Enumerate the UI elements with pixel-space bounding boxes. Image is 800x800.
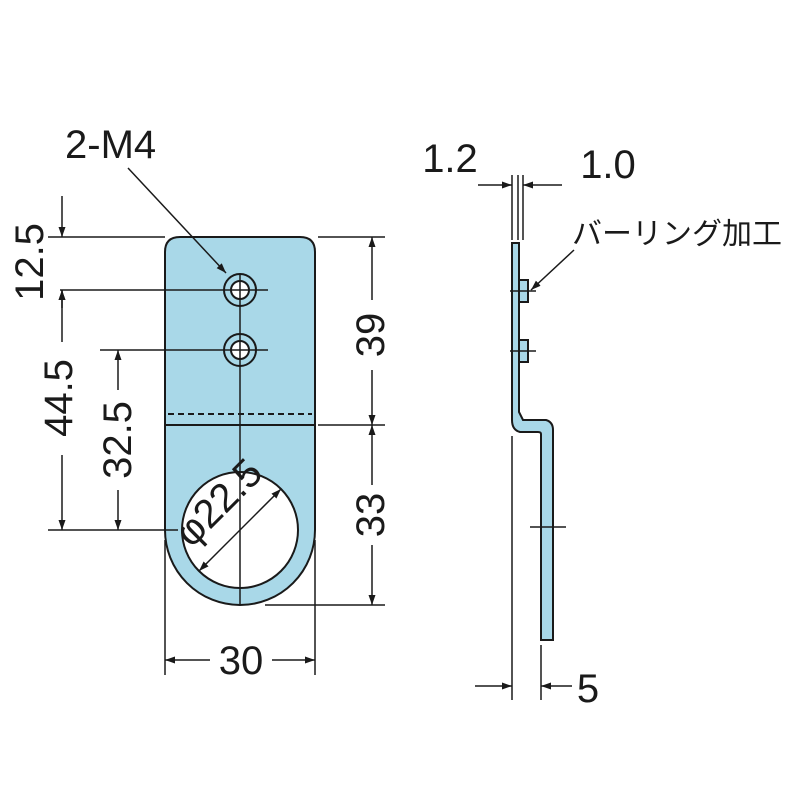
dim-39: 39 (349, 313, 393, 358)
dim-5: 5 (577, 667, 599, 711)
dim-line-diameter (198, 488, 282, 572)
hole-callout-leader (127, 167, 227, 274)
dim-1-2: 1.2 (422, 137, 478, 181)
dim-12-5: 12.5 (8, 223, 52, 301)
side-view: 1.2 1.0 バーリング加工 5 (422, 137, 782, 711)
dim-30: 30 (219, 639, 264, 683)
hole-callout: 2-M4 (65, 123, 156, 167)
dim-44-5: 44.5 (37, 359, 81, 437)
dim-1-0: 1.0 (580, 143, 636, 187)
burring-leader (530, 249, 575, 291)
dim-32-5: 32.5 (96, 401, 140, 479)
dim-33: 33 (349, 493, 393, 538)
front-view: 12.5 44.5 32.5 39 33 30 φ22.5 2-M4 (8, 123, 393, 683)
burring-note: バーリング加工 (572, 217, 782, 252)
side-profile (511, 242, 554, 641)
